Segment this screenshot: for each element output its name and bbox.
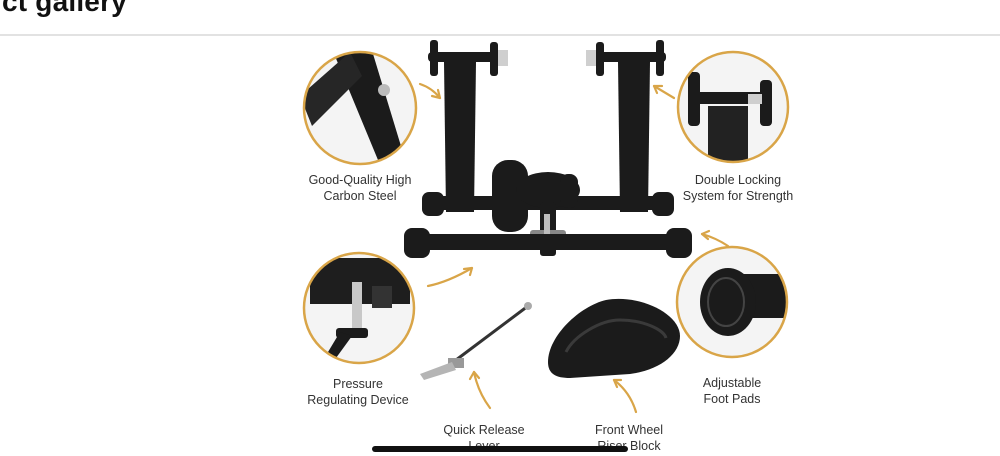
page-heading: ct gallery xyxy=(2,0,127,17)
pressure-device-detail xyxy=(304,253,414,363)
callout-arrows xyxy=(418,82,730,414)
double-locking-detail xyxy=(678,52,788,162)
bike-trainer-stand xyxy=(404,40,692,258)
front-wheel-riser-block xyxy=(548,298,680,378)
trainer-illustration xyxy=(302,40,790,414)
feature-label-pressure-device: Pressure Regulating Device xyxy=(307,377,409,407)
home-indicator[interactable] xyxy=(372,446,628,452)
quick-release-lever xyxy=(420,302,532,380)
product-gallery-image[interactable]: Good-Quality High Carbon Steel Double Lo… xyxy=(0,36,1000,456)
feature-label-carbon-steel: Good-Quality High Carbon Steel xyxy=(308,173,412,203)
section-divider xyxy=(0,34,1000,36)
feature-label-foot-pads: Adjustable Foot Pads xyxy=(702,376,762,406)
feature-label-double-locking: Double Locking System for Strength xyxy=(682,173,794,203)
foot-pad-detail xyxy=(677,247,787,357)
carbon-steel-detail xyxy=(304,52,416,164)
